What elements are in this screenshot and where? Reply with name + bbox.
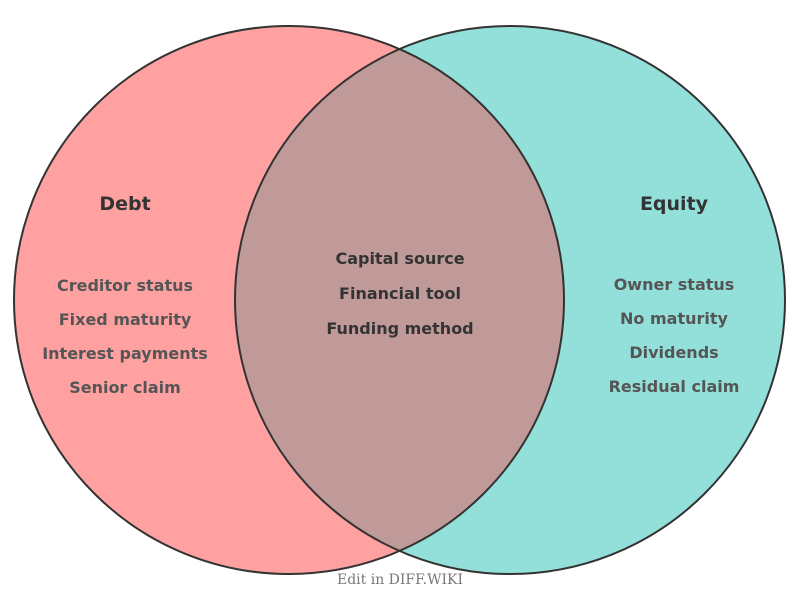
debt-item: Creditor status (56, 276, 194, 295)
equity-item: Dividends (629, 343, 719, 362)
debt-title: Debt (99, 193, 151, 215)
debt-item: Fixed maturity (58, 310, 192, 329)
equity-title: Equity (639, 193, 709, 215)
intersection-item: Financial tool (339, 284, 461, 303)
debt-item: Interest payments (42, 344, 208, 363)
intersection-item: Funding method (326, 319, 474, 338)
debt-item: Senior claim (69, 378, 181, 397)
equity-item: No maturity (620, 309, 728, 328)
equity-item: Residual claim (608, 377, 740, 396)
equity-item: Owner status (613, 275, 735, 294)
edit-link[interactable]: Edit in DIFF.WIKI (336, 572, 464, 588)
intersection-item: Capital source (335, 249, 465, 268)
intersection-region (235, 26, 564, 574)
